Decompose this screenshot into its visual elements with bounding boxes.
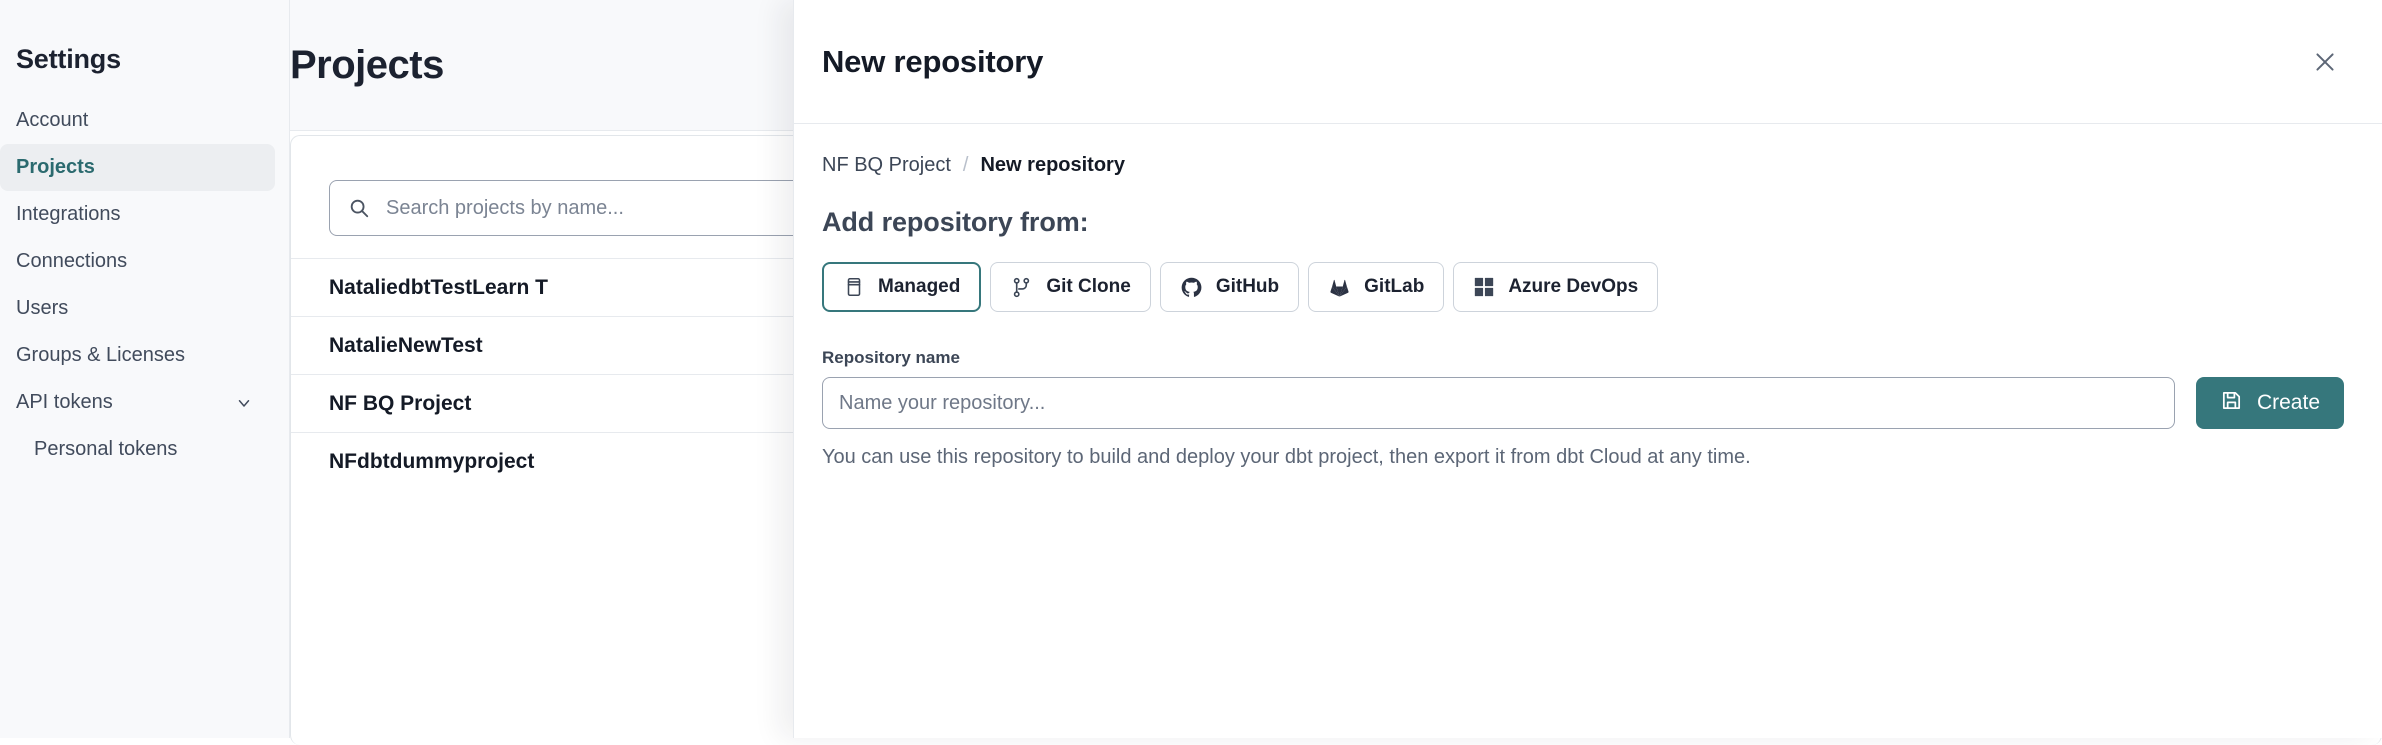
new-repository-panel: New repository NF BQ Project / New repos… [793,0,2382,738]
breadcrumb-current: New repository [980,154,1124,177]
sidebar-item-account[interactable]: Account [0,97,275,144]
repository-name-input[interactable] [822,377,2175,429]
sidebar-item-label: Connections [16,250,127,273]
source-option-azure-devops[interactable]: Azure DevOps [1453,262,1658,312]
repository-name-row: You can use this repository to build and… [822,377,2344,469]
repository-name-col: You can use this repository to build and… [822,377,2175,469]
project-name: NatalieNewTest [329,334,483,358]
sidebar-item-personal-tokens[interactable]: Personal tokens [0,426,275,473]
project-name: NF BQ Project [329,392,471,416]
gitlab-icon [1328,276,1351,299]
sidebar-item-groups-licenses[interactable]: Groups & Licenses [0,332,275,379]
sidebar-item-integrations[interactable]: Integrations [0,191,275,238]
project-name: NFdbtdummyproject [329,450,534,474]
create-button-label: Create [2257,391,2320,415]
source-option-managed[interactable]: Managed [822,262,981,312]
sidebar-item-label: Personal tokens [34,438,177,461]
sidebar-title: Settings [0,44,289,75]
sidebar-item-label: API tokens [16,391,113,414]
sidebar-item-projects[interactable]: Projects [0,144,275,191]
source-option-git-clone[interactable]: Git Clone [990,262,1150,312]
page-title: Projects [290,43,444,88]
breadcrumb-separator: / [963,154,969,177]
breadcrumb: NF BQ Project / New repository [822,154,2344,177]
github-icon [1180,276,1203,299]
source-option-label: GitHub [1216,276,1279,298]
sidebar-item-connections[interactable]: Connections [0,238,275,285]
sidebar-item-api-tokens[interactable]: API tokens [0,379,275,426]
source-option-label: Azure DevOps [1508,276,1638,298]
sidebar-item-users[interactable]: Users [0,285,275,332]
azure-devops-icon [1473,276,1495,298]
close-icon[interactable] [2306,43,2344,81]
sidebar-item-label: Groups & Licenses [16,344,185,367]
git-branch-icon [1010,276,1033,299]
save-icon [2220,389,2243,418]
repository-source-options: Managed Git Clone GitHub GitLab Azure DevOps [822,262,2344,312]
create-button[interactable]: Create [2196,377,2344,429]
source-option-label: GitLab [1364,276,1424,298]
chevron-down-icon[interactable] [235,394,253,412]
project-name: NataliedbtTestLearn T [329,276,548,300]
sidebar-item-label: Users [16,297,68,320]
modal-header: New repository [794,0,2382,124]
source-option-label: Git Clone [1046,276,1130,298]
sidebar-item-label: Projects [16,156,95,179]
repository-help-text: You can use this repository to build and… [822,446,2175,469]
section-heading: Add repository from: [822,207,2344,238]
breadcrumb-parent[interactable]: NF BQ Project [822,154,951,177]
sidebar-item-label: Account [16,109,88,132]
modal-body: NF BQ Project / New repository Add repos… [794,124,2382,738]
modal-title: New repository [822,44,1043,80]
source-option-label: Managed [878,276,960,298]
source-option-github[interactable]: GitHub [1160,262,1299,312]
source-option-gitlab[interactable]: GitLab [1308,262,1444,312]
sidebar-item-label: Integrations [16,203,121,226]
database-icon [843,276,865,298]
repository-name-label: Repository name [822,348,2344,368]
search-icon [348,197,370,219]
